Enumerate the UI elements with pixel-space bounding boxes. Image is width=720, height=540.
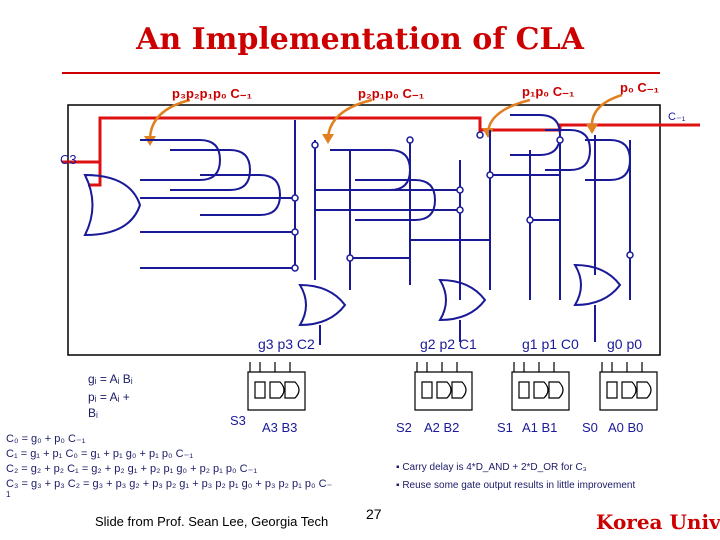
footer-credit: Slide from Prof. Sean Lee, Georgia Tech	[95, 514, 329, 529]
adder-blocks	[247, 362, 658, 411]
label-c3: C3	[60, 152, 77, 167]
label-a0-b0: A0 B0	[608, 420, 644, 435]
equation-c0: C₀ = g₀ + p₀ C₋₁	[6, 433, 86, 445]
label-p2p1p0-c: p₂p₁p₀ C₋₁	[358, 86, 425, 101]
adder-block-2	[414, 362, 473, 411]
note-carry-delay: ▪ Carry delay is 4*D_AND + 2*D_OR for C₃	[396, 462, 587, 473]
title-divider	[62, 72, 660, 74]
label-a3-b3: A3 B3	[262, 420, 298, 435]
label-c-minus-1: C₋₁	[668, 111, 686, 123]
label-g3-p3-c2: g3 p3 C2	[258, 336, 315, 352]
brand-logo-text: Korea Univ	[596, 510, 720, 534]
label-s0: S0	[582, 420, 598, 435]
label-a2-b2: A2 B2	[424, 420, 460, 435]
adder-block-1	[511, 362, 570, 411]
note-carry-delay-text: Carry delay is 4*D_AND + 2*D_OR for C₃	[402, 462, 587, 473]
label-s1: S1	[497, 420, 513, 435]
note-reuse-text: Reuse some gate output results in little…	[402, 480, 636, 491]
equation-c1: C₁ = g₁ + p₁ C₀ = g₁ + p₁ g₀ + p₁ p₀ C₋₁	[6, 448, 194, 460]
label-g0-p0: g0 p0	[607, 336, 643, 352]
label-a1-b1: A1 B1	[522, 420, 558, 435]
label-s3: S3	[230, 413, 246, 428]
adder-block-0	[599, 362, 658, 411]
label-p0-c: p₀ C₋₁	[620, 80, 660, 95]
slide-title: An Implementation of CLA	[136, 22, 584, 57]
equation-c3: C₃ = g₃ + p₃ C₂ = g₃ + p₃ g₂ + p₃ p₂ g₁ …	[6, 478, 333, 490]
def-pi-cont: Bᵢ	[88, 406, 98, 420]
carry-path-lower	[88, 162, 102, 187]
adder-block-3	[247, 362, 306, 411]
label-s2: S2	[396, 420, 412, 435]
label-g1-p1-c0: g1 p1 C0	[522, 336, 579, 352]
equation-c2: C₂ = g₂ + p₂ C₁ = g₂ + p₂ g₁ + p₂ p₁ g₀ …	[6, 463, 258, 475]
carry-path	[62, 116, 700, 164]
def-pi: pᵢ = Aᵢ +	[88, 390, 130, 404]
page-number: 27	[366, 506, 382, 522]
def-gi: gᵢ = Aᵢ Bᵢ	[88, 372, 133, 386]
label-p3p2p1p0-c: p₃p₂p₁p₀ C₋₁	[172, 86, 253, 101]
gate-wiring	[83, 114, 632, 345]
equation-c3-tail: 1	[6, 490, 11, 499]
junction-dots	[291, 131, 634, 272]
note-reuse: ▪ Reuse some gate output results in litt…	[396, 480, 636, 491]
circuit-box	[67, 104, 661, 356]
label-g2-p2-c1: g2 p2 C1	[420, 336, 477, 352]
label-p1p0-c: p₁p₀ C₋₁	[522, 84, 575, 99]
